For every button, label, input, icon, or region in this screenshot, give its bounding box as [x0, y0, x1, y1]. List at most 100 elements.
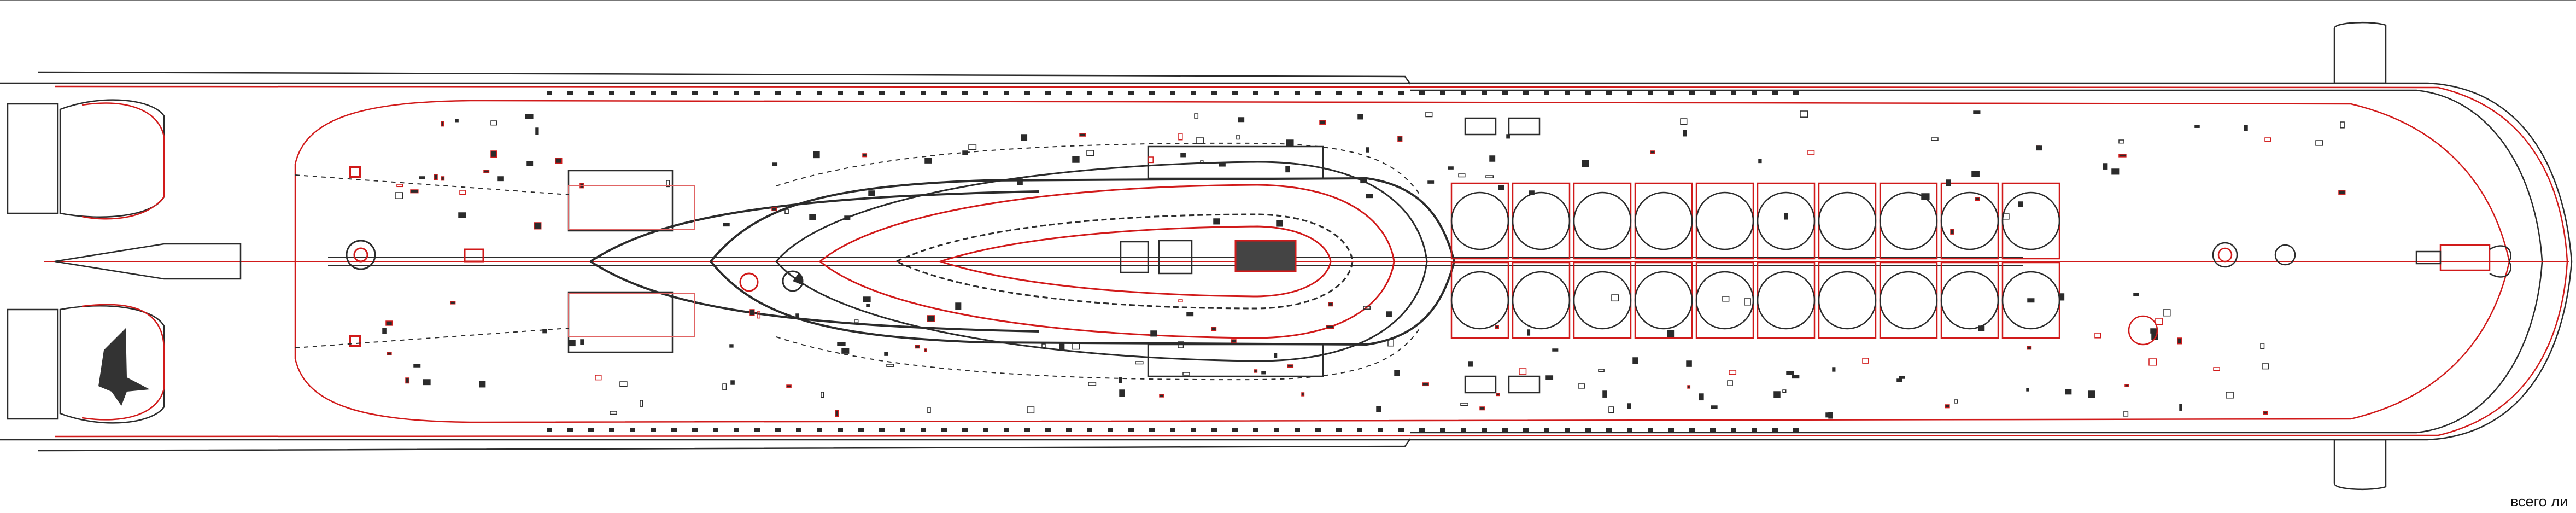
deck-fitting [525, 114, 534, 119]
deck-cleat [1606, 91, 1612, 95]
launch-tube [1573, 271, 1632, 330]
deck-fitting [1800, 110, 1808, 118]
deck-fitting [844, 215, 851, 220]
deck-fitting [1072, 343, 1080, 350]
launch-tube-frame [1512, 261, 1571, 339]
deck-fitting [2262, 363, 2269, 370]
deck-fitting [1680, 118, 1688, 125]
deck-cleat [1482, 428, 1487, 432]
deck-cleat [1544, 428, 1549, 432]
deck-cleat [588, 428, 594, 432]
deck-fitting [535, 127, 539, 135]
deck-cleat [1793, 428, 1799, 432]
deck-fitting [619, 381, 628, 387]
deck-cleat [1253, 428, 1258, 432]
deck-fitting [841, 348, 850, 354]
deck-fitting [821, 392, 824, 398]
deck-fitting [771, 207, 777, 212]
deck-fitting [526, 161, 534, 166]
launch-tube [1818, 271, 1877, 330]
launch-tube-frame [1940, 182, 1999, 260]
launch-tube [1879, 271, 1938, 330]
launch-tube-frame [1634, 182, 1693, 260]
deck-fitting [1376, 406, 1381, 412]
launch-tube-frame [1757, 261, 1816, 339]
deck-cleat [1668, 428, 1674, 432]
deck-cleat [588, 91, 594, 95]
deck-cleat [1336, 91, 1342, 95]
deck-fitting [1896, 378, 1902, 382]
deck-fitting [915, 345, 920, 349]
deck-cleat [1108, 91, 1113, 95]
deck-fitting [1699, 393, 1704, 401]
launch-tube [1695, 271, 1754, 330]
deck-fitting [854, 319, 859, 323]
launch-tube [1634, 191, 1693, 250]
deck-fitting [2150, 328, 2158, 334]
deck-fitting [1650, 150, 1655, 154]
deck-cleat [900, 428, 905, 432]
deck-fitting [1386, 311, 1392, 317]
deck-fitting [666, 180, 670, 188]
deck-cleat [1461, 428, 1466, 432]
deck-fitting [786, 384, 792, 388]
deck-fitting [2244, 125, 2248, 131]
deck-fitting [640, 400, 643, 407]
deck-fitting [2264, 137, 2271, 142]
deck-cleat [713, 91, 718, 95]
deck-fitting [1148, 156, 1154, 164]
deck-fitting [2148, 358, 2157, 366]
launch-tube-frame [1634, 261, 1693, 339]
deck-fitting [884, 352, 888, 356]
deck-cleat [1066, 91, 1072, 95]
deck-fitting [1211, 327, 1217, 331]
deck-cleat [1211, 428, 1217, 432]
deck-cleat [630, 428, 635, 432]
launch-tube [1879, 191, 1938, 250]
deck-fitting [483, 170, 490, 173]
deck-fitting [749, 309, 755, 316]
deck-fitting [555, 158, 563, 164]
deck-cleat [754, 91, 760, 95]
deck-fitting [1119, 389, 1125, 397]
deck-fitting [1608, 406, 1614, 413]
deck-cleat [1523, 91, 1529, 95]
deck-fitting [1598, 369, 1605, 372]
deck-fitting [1931, 137, 1939, 141]
launch-tubes [1450, 182, 2060, 339]
deck-fitting [1119, 377, 1122, 383]
deck-fitting [413, 364, 421, 368]
deck-fitting [1363, 306, 1371, 310]
deck-cleat [879, 91, 885, 95]
deck-fitting [1422, 382, 1429, 387]
deck-fitting [1758, 159, 1762, 164]
deck-fitting [1360, 177, 1367, 184]
deck-cleat [1710, 91, 1716, 95]
deck-fitting [1261, 371, 1266, 375]
deck-fitting [2177, 337, 2182, 345]
deck-fitting [1079, 133, 1086, 137]
launch-tube [2001, 191, 2060, 250]
launch-tube [1940, 191, 1999, 250]
deck-fitting [1150, 330, 1157, 337]
deck-cleat [796, 428, 801, 432]
deck-cleat [1419, 428, 1425, 432]
deck-cleat [1627, 91, 1632, 95]
deck-cleat [1419, 91, 1425, 95]
deck-fitting [1394, 370, 1400, 376]
launch-tube-frame [1818, 261, 1877, 339]
deck-fitting [1021, 134, 1028, 141]
deck-cleat [1482, 91, 1487, 95]
deck-cleat [921, 428, 926, 432]
launch-tube-frame [1695, 182, 1754, 260]
deck-cleat [1523, 428, 1529, 432]
deck-cleat [1149, 91, 1155, 95]
deck-cleat [567, 91, 573, 95]
deck-cleat [1357, 91, 1362, 95]
deck-fitting [1611, 294, 1619, 302]
launch-tube [2001, 271, 2060, 330]
deck-cleat [713, 428, 718, 432]
deck-cleat [817, 91, 822, 95]
deck-fitting [423, 379, 431, 386]
deck-cleat [1565, 91, 1570, 95]
